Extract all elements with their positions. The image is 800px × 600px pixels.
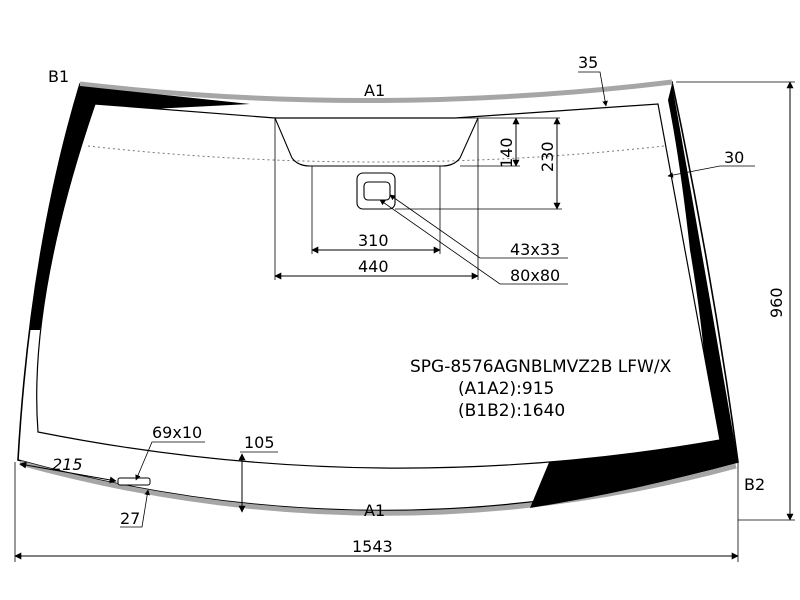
ceramic-band-right [668, 84, 738, 470]
dim-label-960: 960 [767, 287, 786, 318]
glass-inner-outline [36, 103, 721, 469]
top-trim-strip [79, 79, 673, 104]
dim-label-80x80: 80x80 [510, 266, 560, 285]
leader-35 [578, 71, 608, 107]
leader-43x33 [389, 194, 568, 259]
dim-label-230: 230 [538, 141, 557, 172]
leader-69x10 [135, 441, 205, 481]
dim-label-30: 30 [724, 148, 744, 167]
bottom-trim-strip [19, 460, 737, 516]
dim-label-35: 35 [578, 53, 598, 72]
leader-80x80 [379, 199, 568, 285]
dim-label-310: 310 [358, 231, 389, 250]
leader-30 [667, 165, 755, 178]
sensor-area-outline [274, 117, 479, 167]
a1a2-measure: (A1A2):915 [458, 379, 554, 399]
dim-label-140: 140 [497, 137, 516, 168]
b1b2-measure: (B1B2):1640 [458, 401, 565, 421]
leader-27 [120, 489, 150, 528]
corner-label-b2: B2 [744, 475, 765, 494]
dim-line-215 [19, 461, 117, 484]
dim-label-105: 105 [244, 433, 275, 452]
corner-label-a1-top: A1 [364, 81, 385, 100]
dim-label-1543: 1543 [352, 537, 393, 556]
dim-label-215: 215 [52, 455, 83, 474]
dim-label-440: 440 [358, 257, 389, 276]
dim-label-43x33: 43x33 [510, 240, 560, 259]
corner-label-b1: B1 [48, 67, 69, 86]
marking-rect-69x10 [117, 477, 151, 486]
dotted-reference-line [87, 145, 665, 163]
sensor-window-inner [363, 181, 391, 201]
dim-label-69x10: 69x10 [152, 423, 202, 442]
dim-label-27: 27 [120, 509, 140, 528]
part-code: SPG-8576AGNBLMVZ2B LFW/X [410, 357, 672, 377]
corner-label-a1-bottom: A1 [364, 501, 385, 520]
